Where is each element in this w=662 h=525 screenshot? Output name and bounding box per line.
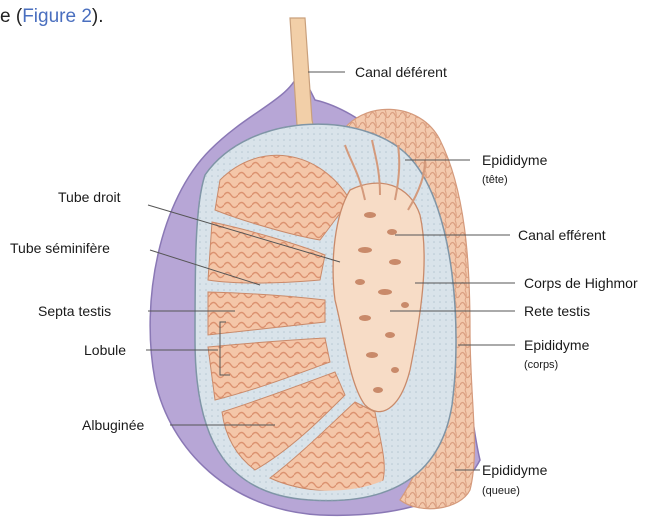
figure-link[interactable]: Figure 2 bbox=[22, 6, 92, 27]
label-albuginee: Albuginée bbox=[82, 417, 144, 433]
label-epididyme-queue: Epididyme bbox=[482, 462, 548, 478]
svg-text:e (Figure 2).: e (Figure 2). bbox=[0, 6, 104, 27]
label-tube-droit: Tube droit bbox=[58, 189, 121, 205]
label-epididyme-tete: Epididyme bbox=[482, 152, 548, 168]
label-epididyme-corps: Epididyme bbox=[524, 337, 590, 353]
label-rete-testis: Rete testis bbox=[524, 303, 590, 319]
label-corps-highmore: Corps de Highmor bbox=[524, 275, 638, 291]
label-epididyme-tete-sub: (tête) bbox=[482, 174, 508, 186]
label-canal-efferent: Canal efférent bbox=[518, 227, 606, 243]
label-septa-testis: Septa testis bbox=[38, 303, 111, 319]
caption-suffix: ). bbox=[92, 6, 104, 27]
label-lobule: Lobule bbox=[84, 342, 126, 358]
label-epididyme-queue-sub: (queue) bbox=[482, 485, 520, 497]
label-canal-deferent: Canal déférent bbox=[355, 64, 447, 80]
label-tube-seminifere: Tube séminifère bbox=[10, 240, 110, 256]
caption-prefix: e ( bbox=[0, 6, 23, 27]
label-epididyme-corps-sub: (corps) bbox=[524, 359, 558, 371]
